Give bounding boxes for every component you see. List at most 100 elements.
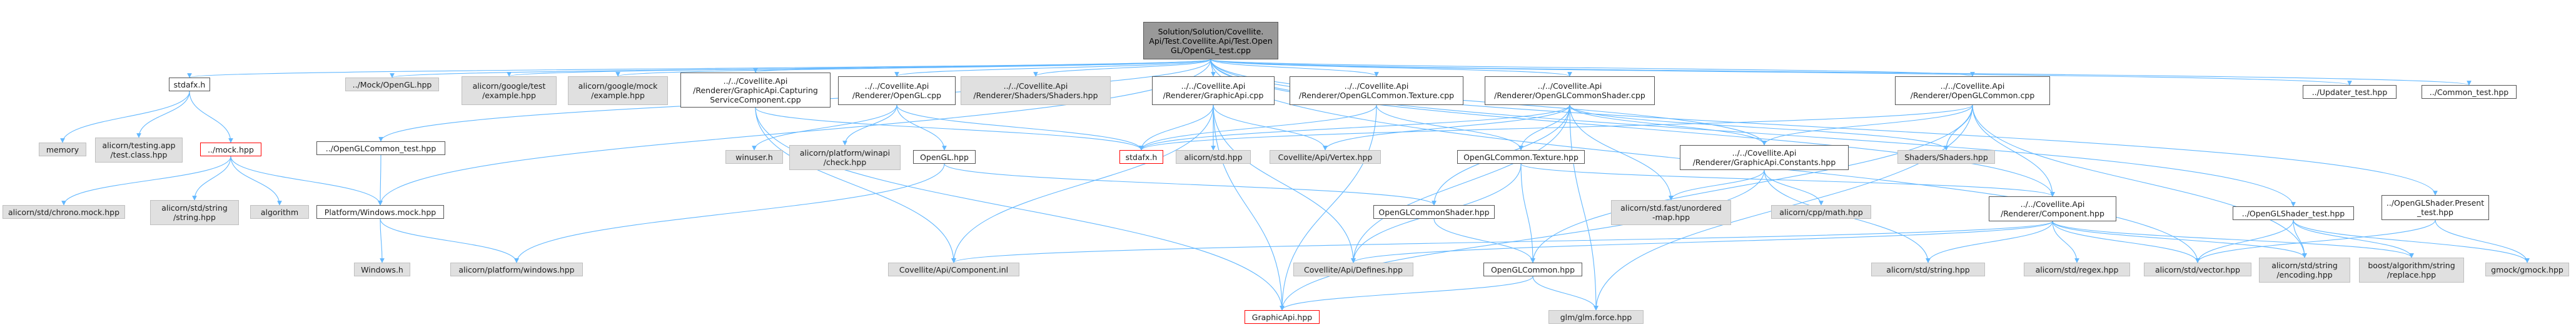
node-opengl-common-hpp[interactable]: OpenGLCommon.hpp (1483, 263, 1582, 276)
edge-constants_hpp-to-fast_unordered (1669, 169, 1765, 201)
node-winapi-check[interactable]: alicorn/platform/winapi /check.hpp (789, 145, 901, 170)
node-opengl-common-cpp[interactable]: ../../Covellite.Api /Renderer/OpenGLComm… (1895, 76, 2050, 105)
edge-oglcommon_test-to-windows_mock (378, 154, 383, 206)
node-root-opengl-test-cpp[interactable]: Solution/Solution/Covellite. Api/Test.Co… (1143, 22, 1278, 59)
node-constants-hpp[interactable]: ../../Covellite.Api /Renderer/GraphicApi… (1680, 145, 1849, 170)
edge-shader_cpp-to-glm_force (1569, 104, 1599, 311)
edge-component_hpp-to-component_inl (951, 221, 2053, 263)
edge-root-to-texture_cpp (1210, 59, 1379, 77)
edge-shader_present_test-to-std_vector (2195, 219, 2436, 263)
node-std-string[interactable]: alicorn/std/string.hpp (1871, 263, 1985, 276)
edge-root-to-shaders_hpp_top (1033, 59, 1211, 77)
edge-shader_test-to-boost_replace (2293, 219, 2414, 258)
edge-shader_cpp-to-constants_hpp (1569, 104, 1767, 146)
edge-root-to-shader_present_test (1210, 59, 2438, 196)
edge-mock_hpp-to-algorithm (230, 156, 282, 206)
node-stdafx-mid[interactable]: stdafx.h (1119, 150, 1163, 164)
edge-shader_cpp-to-defines_hpp (1351, 104, 1570, 263)
node-cpp-math[interactable]: alicorn/cpp/math.hpp (1771, 205, 1871, 219)
node-capturing-service-cpp[interactable]: ../../Covellite.Api /Renderer/GraphicApi… (680, 73, 831, 108)
edge-graphicapi_cpp-to-vertex_hpp (1213, 104, 1328, 151)
node-mock-hpp[interactable]: ../mock.hpp (200, 143, 261, 156)
edge-mock_hpp-to-windows_mock (230, 156, 383, 206)
edge-stdafx_top-to-testing_app (136, 91, 190, 138)
edge-capturing_cpp-to-component_inl (755, 107, 956, 263)
edge-texture_hpp-to-oglcommon_hpp (1520, 163, 1535, 263)
node-algorithm[interactable]: algorithm (250, 205, 309, 219)
node-glm-force[interactable]: glm/glm.force.hpp (1548, 310, 1644, 324)
node-commonshader-hpp[interactable]: OpenGLCommonShader.hpp (1373, 205, 1495, 219)
node-fast-unordered[interactable]: alicorn/std.fast/unordered -map.hpp (1611, 200, 1731, 225)
edge-constants_hpp-to-graphicapi_hpp (1280, 169, 1765, 311)
node-defines-hpp[interactable]: Covellite/Api/Defines.hpp (1293, 263, 1413, 276)
edge-root-to-opengl_cpp (894, 59, 1211, 77)
node-common-test-top[interactable]: ../Common_test.hpp (2422, 85, 2517, 99)
node-shader-test[interactable]: ../OpenGLShader_test.hpp (2233, 206, 2354, 220)
node-std-vector[interactable]: alicorn/std/vector.hpp (2144, 263, 2251, 276)
node-opengl-common-test[interactable]: ../OpenGLCommon_test.hpp (316, 141, 445, 155)
node-texture-hpp[interactable]: OpenGLCommon.Texture.hpp (1457, 150, 1585, 164)
edge-shader_present_test-to-gmock (2435, 219, 2530, 263)
node-mock-opengl[interactable]: ../Mock/OpenGL.hpp (345, 78, 439, 91)
node-testing-app[interactable]: alicorn/testing.app /test.class.hpp (95, 138, 183, 163)
node-gmock[interactable]: gmock/gmock.hpp (2485, 263, 2569, 276)
edge-common_cpp-to-stdafx_mid (1139, 104, 1973, 151)
edge-root-to-common_test_top (1210, 59, 2472, 86)
node-std-string-mock[interactable]: alicorn/std/string /string.hpp (150, 200, 239, 225)
edge-opengl_hpp-to-oglcommonshader_hpp (944, 163, 1437, 206)
edge-oglcommonshader_hpp-to-oglcommon_hpp (1433, 218, 1535, 263)
node-component-hpp[interactable]: ../../Covellite.Api /Renderer/Component.… (1989, 196, 2116, 221)
node-gtest-example[interactable]: alicorn/google/test /example.hpp (462, 76, 557, 105)
node-vertex-hpp[interactable]: Covellite/Api/Vertex.hpp (1270, 150, 1381, 164)
edge-root-to-common_cpp (1210, 59, 1975, 77)
node-windows-h[interactable]: Windows.h (354, 263, 410, 276)
edge-stdafx_top-to-memory (60, 91, 190, 143)
edge-texture_cpp-to-stdafx_mid (1139, 104, 1377, 151)
node-stdafx-top[interactable]: stdafx.h (169, 78, 210, 91)
node-graphicapi-hpp[interactable]: GraphicApi.hpp (1245, 310, 1320, 324)
edge-shader_cpp-to-vertex_hpp (1323, 104, 1570, 151)
edge-component_hpp-to-std_regex (2052, 221, 2079, 263)
node-graphicapi-cpp[interactable]: ../../Covellite.Api /Renderer/GraphicApi… (1152, 76, 1275, 105)
node-windows-mock[interactable]: Platform/Windows.mock.hpp (316, 205, 444, 219)
edge-texture_cpp-to-graphicapi_hpp (1280, 104, 1377, 311)
node-texture-cpp[interactable]: ../../Covellite.Api /Renderer/OpenGLComm… (1290, 76, 1463, 105)
edge-windows_mock-to-windows_h (380, 218, 385, 263)
node-shaders-hpp[interactable]: Shaders/Shaders.hpp (1897, 150, 1995, 164)
node-updater-test[interactable]: ../Updater_test.hpp (2303, 85, 2397, 99)
edge-root-to-gmock_example (615, 59, 1211, 77)
edge-graphicapi_cpp-to-stdafx_mid (1139, 104, 1214, 151)
node-winuser[interactable]: winuser.h (725, 150, 783, 164)
edge-texture_hpp-to-component_hpp (1520, 163, 2055, 197)
node-opengl-cpp[interactable]: ../../Covellite.Api /Renderer/OpenGL.cpp (838, 76, 956, 105)
node-string-encoding[interactable]: alicorn/std/string /encoding.hpp (2259, 258, 2350, 283)
edge-constants_hpp-to-cpp_math (1764, 169, 1824, 206)
edge-shader_cpp-to-shaders_hpp (1569, 104, 1949, 151)
node-gmock-example[interactable]: alicorn/google/mock /example.hpp (568, 76, 668, 105)
node-boost-replace[interactable]: boost/algorithm/string /replace.hpp (2359, 258, 2464, 283)
node-shaders-hpp-top[interactable]: ../../Covellite.Api /Renderer/Shaders/Sh… (961, 76, 1111, 105)
edge-oglcommon_hpp-to-graphicapi_hpp (1280, 276, 1533, 311)
node-component-inl[interactable]: Covellite/Api/Component.inl (888, 263, 1019, 276)
edge-mock_hpp-to-chrono_mock (61, 156, 231, 206)
edge-opengl_cpp-to-stdafx_mid (896, 104, 1144, 151)
edge-common_cpp-to-component_hpp (1972, 104, 2055, 197)
node-platform-windows[interactable]: alicorn/platform/windows.hpp (450, 263, 583, 276)
edge-capturing_cpp-to-graphicapi_hpp (755, 107, 1285, 311)
edge-oglcommon_hpp-to-glm_force (1532, 276, 1599, 311)
node-opengl-hpp[interactable]: OpenGL.hpp (913, 150, 976, 164)
edge-graphicapi_cpp-to-defines_hpp (1213, 104, 1356, 263)
node-commonshader-cpp[interactable]: ../../Covellite.Api /Renderer/OpenGLComm… (1485, 76, 1655, 105)
node-alicorn-std[interactable]: alicorn/std.hpp (1176, 150, 1251, 164)
node-memory[interactable]: memory (39, 143, 86, 156)
node-std-regex[interactable]: alicorn/std/regex.hpp (2024, 263, 2130, 276)
edge-component_hpp-to-string_encoding (2052, 221, 2307, 258)
edge-common_cpp-to-constants_hpp (1762, 104, 1973, 146)
edge-capturing_cpp-to-stdafx_mid (755, 107, 1144, 151)
edge-root-to-shader_cpp (1210, 59, 1572, 77)
edge-stdafx_top-to-mock_hpp (189, 91, 233, 143)
node-chrono-mock[interactable]: alicorn/std/chrono.mock.hpp (3, 205, 125, 219)
edge-opengl_cpp-to-opengl_hpp (896, 104, 947, 151)
edge-common_cpp-to-string_encoding (1972, 104, 2307, 258)
node-shader-present-test[interactable]: ../OpenGLShader.Present _test.hpp (2382, 195, 2489, 220)
